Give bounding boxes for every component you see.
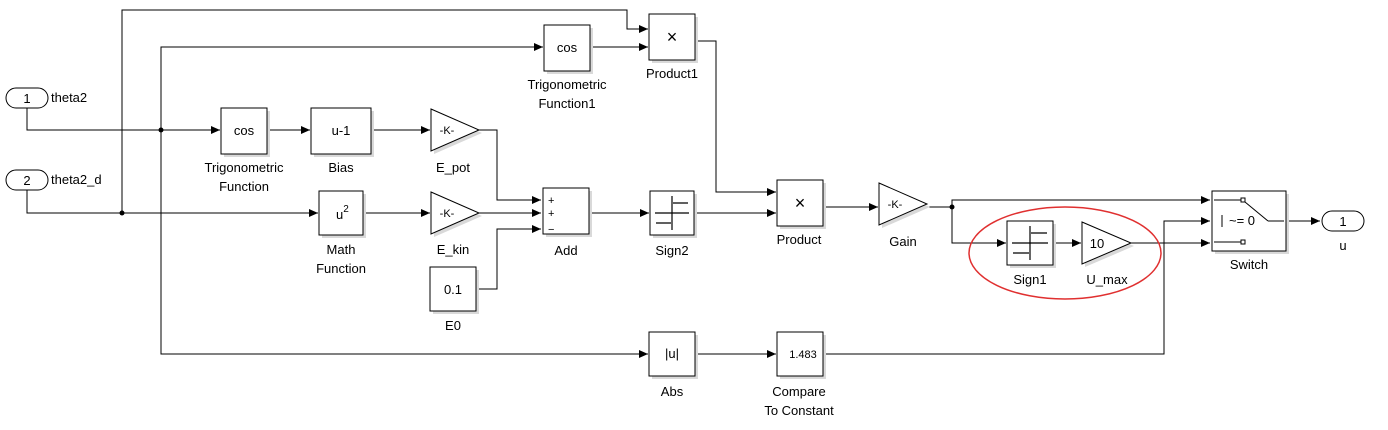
block-text: -K- — [440, 125, 455, 137]
block-label: Bias — [328, 160, 354, 175]
gain-block[interactable]: -K- Gain — [878, 182, 930, 249]
block-text: -K- — [888, 199, 903, 211]
multiply-icon: × — [667, 27, 678, 47]
highlight-ellipse — [968, 206, 1162, 300]
junction-dot — [158, 127, 164, 133]
block-label: Math — [327, 242, 356, 257]
block-text: |u| — [665, 346, 679, 361]
e-pot-gain-block[interactable]: -K- E_pot — [430, 108, 482, 175]
block-text: 1.483 — [789, 349, 817, 361]
trig-function-block[interactable]: cos Trigonometric Function — [205, 107, 284, 194]
outport-number: 1 — [1339, 214, 1346, 229]
sign1-block[interactable]: Sign1 — [1006, 220, 1056, 287]
inport-theta2-d[interactable]: 2 theta2_d — [5, 169, 102, 191]
wire-theta2-to-abs — [160, 130, 648, 358]
outport-u[interactable]: 1 u — [1321, 210, 1365, 253]
product-block[interactable]: × Product — [776, 179, 826, 247]
wire-product1-to-product — [695, 40, 776, 196]
add-block[interactable]: + + − Add — [542, 187, 592, 258]
junction-dot — [119, 210, 125, 216]
block-label: Trigonometric — [205, 160, 284, 175]
block-label: Abs — [661, 384, 684, 399]
sign2-block[interactable]: Sign2 — [649, 190, 697, 258]
block-label: Function — [316, 261, 366, 276]
wire-epot-to-add — [478, 129, 541, 204]
block-label: E0 — [445, 318, 461, 333]
block-text: 10 — [1090, 236, 1104, 251]
inport-name: theta2 — [51, 90, 87, 105]
wire-gain-to-sign1 — [951, 207, 1006, 247]
block-label: Gain — [889, 234, 916, 249]
sign-icon — [1012, 226, 1048, 260]
block-label: Switch — [1230, 257, 1268, 272]
block-label: Function — [219, 179, 269, 194]
block-label: Sign1 — [1013, 272, 1046, 287]
block-label: Add — [554, 243, 577, 258]
math-function-block[interactable]: u2 Math Function — [316, 190, 366, 276]
block-text: cos — [557, 40, 578, 55]
product1-block[interactable]: × Product1 — [646, 13, 698, 81]
wire-gain-to-switch — [951, 196, 1210, 207]
block-label: To Constant — [764, 403, 834, 418]
inport-number: 1 — [23, 91, 30, 106]
switch-criteria: ~= 0 — [1229, 213, 1255, 228]
wire-theta2-to-trig1 — [160, 43, 543, 130]
signal-wires — [26, 9, 1320, 358]
block-text: 0.1 — [444, 282, 462, 297]
block-text: u-1 — [332, 123, 351, 138]
block-label: Function1 — [538, 96, 595, 111]
switch-block[interactable]: ~= 0 Switch — [1211, 190, 1289, 272]
block-label: E_kin — [437, 242, 470, 257]
wire-theta2 — [26, 108, 161, 131]
e0-constant-block[interactable]: 0.1 E0 — [429, 266, 479, 333]
outport-name: u — [1339, 238, 1346, 253]
add-sign: + — [548, 195, 554, 207]
multiply-icon: × — [795, 193, 806, 213]
wire-e0-to-add — [477, 225, 541, 290]
compare-to-constant-block[interactable]: 1.483 Compare To Constant — [764, 331, 834, 418]
junctions — [119, 127, 955, 216]
inport-number: 2 — [23, 173, 30, 188]
u-max-gain-block[interactable]: 10 U_max — [1081, 221, 1134, 287]
block-label: Product1 — [646, 66, 698, 81]
junction-dot — [949, 204, 955, 210]
block-label: Compare — [772, 384, 825, 399]
sign-icon — [655, 196, 689, 230]
block-text: -K- — [440, 208, 455, 220]
wire-theta2d — [26, 190, 122, 214]
trig-function1-block[interactable]: cos Trigonometric Function1 — [528, 24, 607, 111]
add-sign: − — [548, 224, 554, 236]
block-label: U_max — [1086, 272, 1128, 287]
wire-theta2d-to-product1 — [121, 9, 648, 213]
inport-name: theta2_d — [51, 172, 102, 187]
block-label: Product — [777, 232, 822, 247]
e-kin-gain-block[interactable]: -K- E_kin — [430, 191, 482, 257]
switch-icon — [1214, 197, 1284, 245]
block-label: Trigonometric — [528, 77, 607, 92]
add-sign: + — [548, 208, 554, 220]
block-label: Sign2 — [655, 243, 688, 258]
wire-compare-to-switch — [822, 217, 1210, 355]
bias-block[interactable]: u-1 Bias — [310, 107, 374, 175]
inport-theta2[interactable]: 1 theta2 — [5, 87, 87, 109]
abs-block[interactable]: |u| Abs — [648, 331, 698, 399]
block-text: u2 — [336, 204, 349, 222]
block-text: cos — [234, 123, 255, 138]
block-label: E_pot — [436, 160, 470, 175]
